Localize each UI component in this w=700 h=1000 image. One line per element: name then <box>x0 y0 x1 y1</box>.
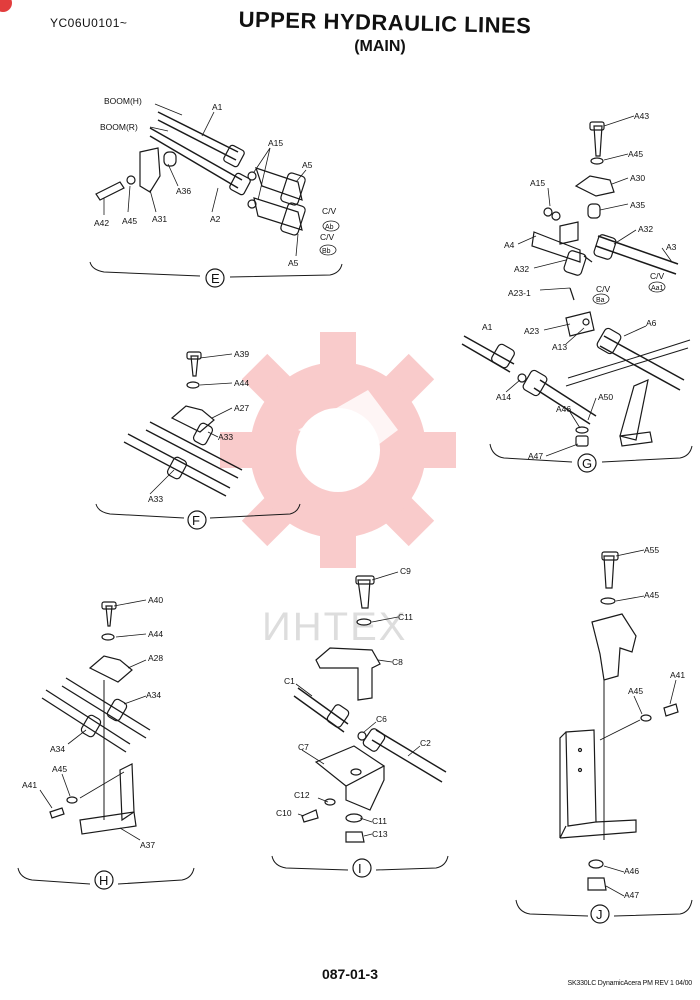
label-e-a1: A1 <box>212 102 223 112</box>
label-e-a42: A42 <box>94 218 109 228</box>
section-i-diagram <box>271 571 449 878</box>
label-f-a27: A27 <box>234 403 249 413</box>
label-f-a39: A39 <box>234 349 249 359</box>
label-j-a46: A46 <box>624 866 639 876</box>
label-i-c2: C2 <box>420 738 431 748</box>
label-i-c12: C12 <box>294 790 310 800</box>
section-e-marker: E <box>211 271 220 286</box>
label-g-a15: A15 <box>530 178 545 188</box>
label-g-a43: A43 <box>634 111 649 121</box>
footer-note: SK330LC DynamicAcera PM REV 1 04/00 <box>567 980 692 987</box>
label-g-cv-2: C/V <box>596 284 611 294</box>
section-j-diagram <box>515 549 693 924</box>
label-g-a30: A30 <box>630 173 645 183</box>
label-g-cv-1: C/V <box>650 271 665 281</box>
label-g-a32-left: A32 <box>514 264 529 274</box>
label-i-c6: C6 <box>376 714 387 724</box>
label-f-a33-right: A33 <box>218 432 233 442</box>
label-h-a45: A45 <box>52 764 67 774</box>
label-g-a47: A47 <box>528 451 543 461</box>
label-g-a1: A1 <box>482 322 493 332</box>
label-e-callout-bb: Bb <box>322 248 331 255</box>
watermark-text: ИНТЕХ <box>262 605 408 649</box>
label-i-c1: C1 <box>284 676 295 686</box>
label-g-callout-ba: Ba <box>596 297 605 304</box>
label-j-a41: A41 <box>670 670 685 680</box>
label-g-a45: A45 <box>628 149 643 159</box>
label-g-a50: A50 <box>598 392 613 402</box>
label-j-a45-top: A45 <box>644 590 659 600</box>
label-g-a46: A46 <box>556 404 571 414</box>
label-g-a23-1: A23-1 <box>508 288 531 298</box>
label-i-c13: C13 <box>372 829 388 839</box>
label-g-a4: A4 <box>504 240 515 250</box>
page-title-block: UPPER HYDRAULIC LINES (MAIN) <box>0 7 700 56</box>
label-i-c9: C9 <box>400 566 411 576</box>
section-g-marker: G <box>582 456 592 471</box>
label-e-callout-ab: Ab <box>325 224 334 231</box>
label-f-a33-left: A33 <box>148 494 163 504</box>
label-h-a37: A37 <box>140 840 155 850</box>
label-f-a44: A44 <box>234 378 249 388</box>
label-j-a55: A55 <box>644 545 659 555</box>
label-i-c11-bottom: C11 <box>372 816 387 826</box>
label-h-a41: A41 <box>22 780 37 790</box>
diagram-labels: BOOM(H) BOOM(R) A1 A15 A5 A36 A42 A45 A3… <box>22 96 685 922</box>
section-h-marker: H <box>99 873 108 888</box>
label-e-a15: A15 <box>268 138 283 148</box>
label-h-a34-right: A34 <box>146 690 161 700</box>
label-e-a31: A31 <box>152 214 167 224</box>
section-j-marker: J <box>596 907 603 922</box>
label-h-a44: A44 <box>148 629 163 639</box>
section-i-marker: I <box>358 861 362 876</box>
label-e-cv-2: C/V <box>320 232 335 242</box>
label-h-a40: A40 <box>148 595 163 605</box>
label-i-c10: C10 <box>276 808 292 818</box>
section-h-diagram <box>17 599 195 890</box>
section-f-marker: F <box>192 513 200 528</box>
page-number: 087-01-3 <box>321 966 379 982</box>
label-g-a3: A3 <box>666 242 677 252</box>
label-j-a47: A47 <box>624 890 639 900</box>
section-f-diagram <box>95 351 301 530</box>
section-e-diagram <box>89 103 343 288</box>
label-i-c11-top: C11 <box>398 612 413 622</box>
label-e-a36: A36 <box>176 186 191 196</box>
label-boom-r: BOOM(R) <box>100 122 138 132</box>
page-subtitle: (MAIN) <box>354 38 406 55</box>
section-g-diagram <box>461 115 693 473</box>
label-e-a2: A2 <box>210 214 221 224</box>
label-g-a14: A14 <box>496 392 511 402</box>
document-code: YC06U0101~ <box>50 16 128 30</box>
label-i-c8: C8 <box>392 657 403 667</box>
label-boom-h: BOOM(H) <box>104 96 142 106</box>
label-g-a23: A23 <box>524 326 539 336</box>
label-g-a13: A13 <box>552 342 567 352</box>
label-i-c7: C7 <box>298 742 309 752</box>
label-e-a5-top: A5 <box>302 160 313 170</box>
label-g-callout-aa1: Aa1 <box>651 285 664 292</box>
corner-badge-icon <box>0 0 12 12</box>
label-g-a6: A6 <box>646 318 657 328</box>
label-g-a35: A35 <box>630 200 645 210</box>
label-h-a28: A28 <box>148 653 163 663</box>
label-j-a45-mid: A45 <box>628 686 643 696</box>
label-e-cv-1: C/V <box>322 206 337 216</box>
label-e-a45: A45 <box>122 216 137 226</box>
label-h-a34-left: A34 <box>50 744 65 754</box>
label-g-a32-right: A32 <box>638 224 653 234</box>
label-e-a5-bottom: A5 <box>288 258 299 268</box>
